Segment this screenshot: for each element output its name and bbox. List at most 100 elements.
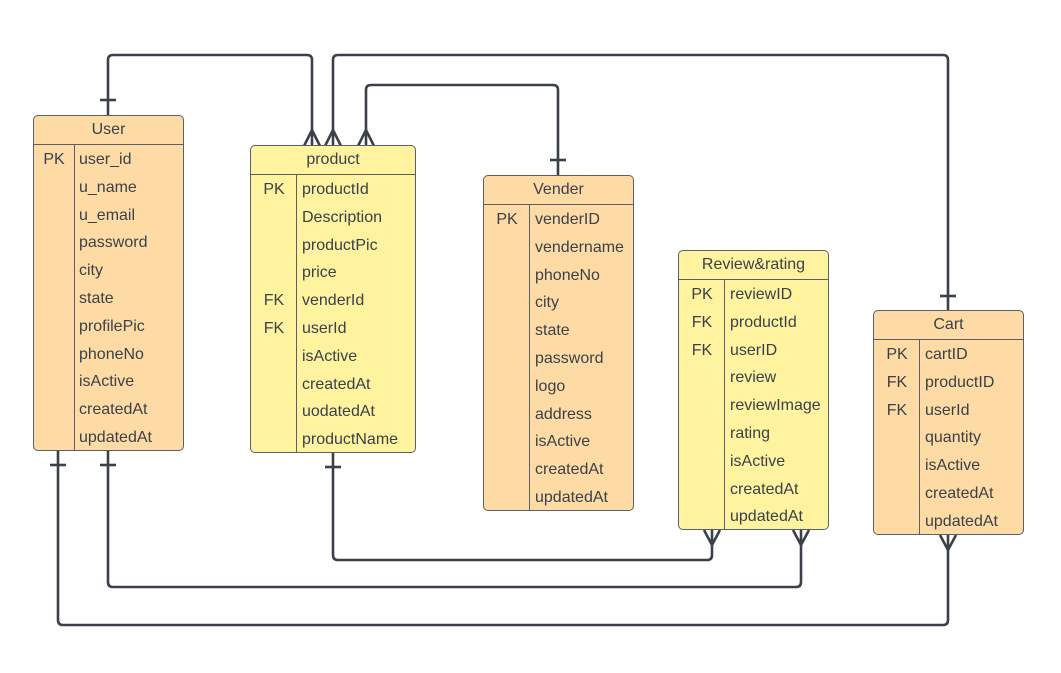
attribute-row: uodatedAt [251, 398, 415, 426]
column-divider [296, 175, 298, 452]
entity-title: Cart [874, 311, 1023, 340]
attribute-name: createdAt [925, 484, 994, 502]
key-label [34, 341, 74, 369]
entity-product[interactable]: product PK productId Description productP… [250, 145, 416, 453]
key-label [251, 371, 297, 399]
many-marker [702, 529, 722, 547]
attribute-row: u_email [34, 202, 183, 230]
key-label: FK [691, 313, 713, 331]
key-label [679, 364, 725, 392]
key-label [874, 480, 920, 508]
key-label [679, 420, 725, 448]
key-label: PK [886, 346, 908, 363]
attribute-row: address [484, 401, 633, 429]
key-label [484, 317, 530, 345]
relationship-cart-product [331, 53, 950, 311]
attribute-name: profilePic [79, 317, 145, 335]
attribute-row: updatedAt [679, 503, 828, 529]
key-label [679, 503, 725, 529]
attribute-name: productPic [302, 236, 378, 254]
key-label [251, 426, 297, 452]
key-label: FK [691, 341, 713, 359]
entity-attributes: PK productId Description productPic price… [251, 175, 415, 452]
attribute-row: isActive [34, 368, 183, 396]
attribute-name: vendername [535, 238, 624, 256]
attribute-name: productName [302, 431, 399, 449]
attribute-row: productName [251, 426, 415, 452]
key-label [251, 398, 297, 426]
entity-title: product [251, 146, 415, 175]
key-label: FK [263, 292, 285, 310]
attribute-row: isActive [251, 343, 415, 371]
key-label [34, 424, 74, 450]
attribute-row: Description [251, 204, 415, 232]
attribute-name: isActive [730, 452, 786, 470]
key-label [484, 428, 530, 456]
key-label: PK [496, 211, 518, 228]
key-label: PK [263, 181, 285, 198]
attribute-row: PK venderID [484, 206, 633, 234]
key-label [484, 262, 530, 290]
entity-vender[interactable]: Vender PK venderID vendername phoneNo cit… [483, 175, 634, 511]
attribute-name: rating [730, 424, 771, 442]
key-label [34, 229, 74, 257]
attribute-row: state [484, 317, 633, 345]
attribute-name: updatedAt [730, 508, 803, 526]
attribute-name: isActive [302, 347, 358, 365]
entity-title: Vender [484, 176, 633, 205]
attribute-row: productPic [251, 232, 415, 260]
key-label [34, 285, 74, 313]
attribute-row: createdAt [484, 456, 633, 484]
relationship-user-product [106, 53, 314, 146]
attribute-row: logo [484, 373, 633, 401]
attribute-name: price [302, 264, 337, 282]
attribute-name: isActive [925, 457, 981, 475]
key-label [874, 508, 920, 534]
key-label [34, 257, 74, 285]
column-divider [724, 280, 726, 529]
attribute-row: u_name [34, 174, 183, 202]
attribute-row: reviewImage [679, 392, 828, 420]
entity-attributes: PK venderID vendername phoneNo city state… [484, 205, 633, 510]
key-label [484, 234, 530, 262]
column-divider [74, 145, 76, 450]
key-label [34, 396, 74, 424]
key-label: PK [691, 286, 713, 303]
key-label [251, 204, 297, 232]
attribute-name: password [535, 349, 604, 367]
key-label: FK [263, 319, 285, 337]
relationship-product-review [331, 452, 714, 562]
relationship-user-cart [56, 450, 950, 627]
attribute-name: u_name [79, 178, 137, 196]
attribute-name: phoneNo [535, 266, 600, 284]
attribute-row: vendername [484, 234, 633, 262]
attribute-row: phoneNo [484, 262, 633, 290]
attribute-name: createdAt [79, 401, 148, 419]
column-divider [529, 205, 531, 510]
attribute-name: quantity [925, 429, 982, 447]
attribute-row: city [484, 289, 633, 317]
relationship-vender-product [364, 83, 560, 176]
attribute-name: Description [302, 208, 383, 226]
attribute-name: productId [302, 181, 369, 198]
column-divider [919, 340, 921, 534]
attribute-row: price [251, 259, 415, 287]
many-marker [356, 128, 376, 147]
attribute-name: venderID [535, 211, 600, 228]
attribute-row: createdAt [34, 396, 183, 424]
attribute-row: password [34, 229, 183, 257]
attribute-name: state [535, 322, 570, 340]
key-label [874, 424, 920, 452]
attribute-name: productId [730, 313, 797, 331]
